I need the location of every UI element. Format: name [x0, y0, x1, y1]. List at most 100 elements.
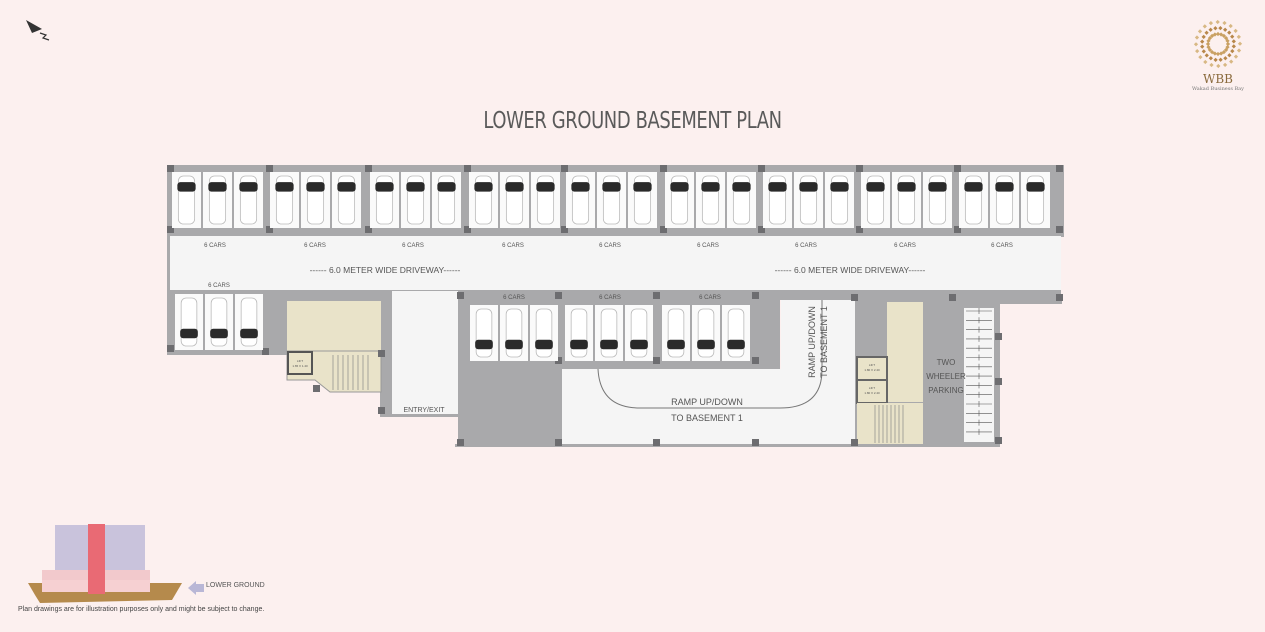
- ramp-vertical: [781, 300, 855, 380]
- parking-space: [696, 172, 725, 228]
- car-icon: [535, 308, 553, 358]
- parking-space: [531, 172, 560, 228]
- column-pillar: [653, 357, 660, 364]
- parking-count-label: 6 CARS: [599, 295, 621, 301]
- parking-space: [401, 172, 430, 228]
- column-pillar: [555, 292, 562, 299]
- car-icon: [667, 308, 685, 358]
- parking-count-label: 6 CARS: [699, 295, 721, 301]
- parking-space: [665, 172, 694, 228]
- parking-space: [625, 305, 653, 361]
- lift-right2-size: 1.80 X 2.40: [864, 391, 880, 395]
- north-arrow-icon: [26, 20, 50, 41]
- parking-space: [172, 172, 201, 228]
- parking-count-label: 6 CARS: [991, 243, 1013, 249]
- parking-count-label: 6 CARS: [599, 243, 621, 249]
- parking-space: [662, 305, 690, 361]
- parking-space: [959, 172, 988, 228]
- lift-left-title: LIFT: [297, 359, 303, 363]
- lift-right1-size: 1.80 X 2.40: [864, 368, 880, 372]
- parking-space: [565, 305, 593, 361]
- column-pillar: [365, 165, 372, 172]
- ramp-label-line2: TO BASEMENT 1: [671, 413, 743, 423]
- column-pillar: [262, 348, 269, 355]
- two-wheeler-line3: PARKING: [928, 386, 963, 395]
- column-pillar: [856, 226, 863, 233]
- driveway-label-left: ------ 6.0 METER WIDE DRIVEWAY------: [310, 265, 461, 275]
- car-icon: [475, 308, 493, 358]
- parking-space: [628, 172, 657, 228]
- key-plan-label: LOWER GROUND: [206, 582, 265, 589]
- column-pillar: [561, 165, 568, 172]
- parking-space: [205, 294, 233, 350]
- column-pillar: [758, 226, 765, 233]
- column-pillar: [561, 226, 568, 233]
- parking-count-label: 6 CARS: [795, 243, 817, 249]
- lift-left-size: 1.65 X 1.40: [292, 364, 308, 368]
- column-pillar: [1056, 294, 1063, 301]
- parking-space: [500, 305, 528, 361]
- parking-space: [332, 172, 361, 228]
- logo: WBB Wakad Business Bay: [1178, 18, 1258, 92]
- column-pillar: [555, 357, 562, 364]
- parking-space: [235, 294, 263, 350]
- column-pillar: [1056, 165, 1063, 172]
- column-pillar: [851, 294, 858, 301]
- ramp-label-line1: RAMP UP/DOWN: [671, 397, 743, 407]
- parking-space: [1021, 172, 1050, 228]
- parking-space: [530, 305, 558, 361]
- two-wheeler-line2: WHEELER: [926, 372, 966, 381]
- lift-right1-title: LIFT: [869, 363, 875, 367]
- column-pillar: [457, 439, 464, 446]
- parking-space: [825, 172, 854, 228]
- entry-driveway: [392, 291, 458, 416]
- parking-space: [727, 172, 756, 228]
- lift-right2-title: LIFT: [869, 386, 875, 390]
- column-pillar: [266, 165, 273, 172]
- ramp-vertical-line2: TO BASEMENT 1: [819, 306, 829, 378]
- column-pillar: [378, 350, 385, 357]
- column-pillar: [758, 165, 765, 172]
- parking-space: [794, 172, 823, 228]
- disclaimer: Plan drawings are for illustration purpo…: [18, 606, 265, 613]
- parking-space: [470, 305, 498, 361]
- car-icon: [505, 308, 523, 358]
- car-icon: [240, 297, 258, 347]
- parking-space: [301, 172, 330, 228]
- left-block-label: 6 CARS: [208, 283, 230, 289]
- parking-count-label: 6 CARS: [894, 243, 916, 249]
- column-pillar: [995, 333, 1002, 340]
- column-pillar: [851, 439, 858, 446]
- parking-space: [692, 305, 720, 361]
- column-pillar: [378, 407, 385, 414]
- parking-space: [763, 172, 792, 228]
- column-pillar: [954, 226, 961, 233]
- column-pillar: [1056, 226, 1063, 233]
- sunburst-logo-icon: [1193, 19, 1243, 69]
- parking-space: [469, 172, 498, 228]
- parking-space: [500, 172, 529, 228]
- parking-space: [923, 172, 952, 228]
- column-pillar: [464, 226, 471, 233]
- column-pillar: [752, 357, 759, 364]
- column-pillar: [365, 226, 372, 233]
- car-icon: [600, 308, 618, 358]
- column-pillar: [995, 378, 1002, 385]
- right-stairs: [857, 403, 923, 444]
- parking-space: [892, 172, 921, 228]
- column-pillar: [954, 165, 961, 172]
- parking-space: [270, 172, 299, 228]
- column-pillar: [660, 226, 667, 233]
- column-pillar: [752, 439, 759, 446]
- page-title: LOWER GROUND BASEMENT PLAN: [483, 108, 782, 134]
- parking-count-label: 6 CARS: [204, 243, 226, 249]
- two-wheeler-line1: TWO: [937, 358, 956, 367]
- key-plan: [28, 524, 204, 603]
- column-pillar: [167, 345, 174, 352]
- column-pillar: [266, 226, 273, 233]
- parking-count-label: 6 CARS: [503, 295, 525, 301]
- parking-space: [595, 305, 623, 361]
- car-icon: [697, 308, 715, 358]
- parking-count-label: 6 CARS: [402, 243, 424, 249]
- left-core: [287, 301, 381, 351]
